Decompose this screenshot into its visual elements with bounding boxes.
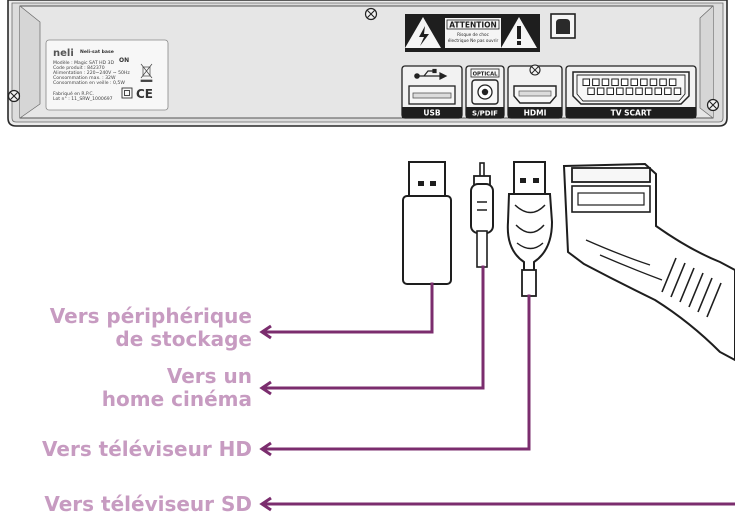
usb-destination-label: Vers périphérique: [50, 304, 252, 328]
hdmi-label: HDMI: [524, 109, 547, 118]
double-insulation-icon: [121, 87, 133, 99]
scart-pin: [659, 78, 667, 86]
arrow-left-icon: [259, 380, 272, 396]
sticker-lot: Lot n° : 11_SRW_1000697: [53, 96, 113, 102]
optical-label: OPTICAL: [473, 72, 499, 78]
usb-port[interactable]: USB: [401, 65, 463, 119]
screw-icon: [706, 98, 720, 112]
weee-bin-icon: [140, 63, 153, 82]
sticker-line: Modèle : Magic SAT HD 3D: [53, 59, 114, 66]
arrow-left-icon: [259, 441, 272, 457]
scart-pin: [582, 78, 590, 86]
optical-cable-icon: [470, 162, 494, 268]
scart-pin: [644, 87, 653, 95]
scart-pin: [635, 87, 643, 95]
sticker-line: Consommation max. : 32W: [53, 75, 116, 81]
warning-sticker: ATTENTION Risque de choc électrique Ne p…: [405, 14, 540, 52]
scart-strain-relief: [661, 257, 722, 318]
arrow-left-icon: [259, 324, 272, 340]
product-sticker: neli Neli-sat base ON Modèle : Magic SAT…: [45, 39, 169, 111]
ce-mark-icon: CE: [136, 87, 153, 101]
strain-relief-rib: [661, 257, 677, 293]
scart-port[interactable]: TV SCART: [565, 65, 697, 119]
sticker-line: Alimentation : 220~240V ~ 50Hz: [53, 70, 130, 76]
strain-relief-rib: [679, 267, 695, 303]
connection-lines: [264, 265, 735, 506]
usb-destination-label: de stockage: [115, 327, 252, 351]
scart-pin: [606, 87, 614, 95]
scart-pin: [649, 78, 658, 86]
strain-relief-rib: [670, 262, 686, 298]
brand-logo: neli: [53, 48, 74, 59]
destination-labels: Vers périphérique de stockage Vers un ho…: [42, 304, 252, 516]
arrow-heads: [259, 324, 272, 512]
strain-relief-rib: [688, 272, 704, 308]
screw-icon: [529, 64, 541, 76]
caution-icon: [501, 17, 537, 48]
hdmi-port[interactable]: HDMI: [507, 64, 563, 119]
scart-pin: [654, 87, 662, 95]
sticker-origin: Fabriqué en R.P.C.: [53, 90, 94, 97]
scart-pin: [611, 78, 619, 86]
optical-destination-label: Vers un: [167, 364, 252, 388]
sticker-line: Code produit : 842370: [53, 65, 105, 71]
scart-destination-label: Vers téléviseur SD: [44, 492, 252, 516]
usb-connection-line: [264, 282, 434, 334]
scart-pin: [630, 78, 638, 86]
warning-text: électrique Ne pas ouvrir: [448, 38, 499, 43]
optical-destination-label: home cinéma: [102, 387, 252, 411]
hdmi-cable-icon: [506, 161, 554, 297]
scart-cable-icon: [562, 162, 735, 362]
optical-connection-line: [264, 265, 485, 390]
usb-symbol-icon: [414, 68, 448, 80]
high-voltage-icon: [405, 17, 441, 48]
scart-pins: [582, 78, 682, 95]
optical-port[interactable]: OPTICAL S/PDIF: [465, 65, 505, 119]
warning-title: ATTENTION: [449, 21, 497, 30]
scart-label: TV SCART: [611, 109, 653, 118]
scart-pin: [596, 87, 605, 95]
screw-icon: [364, 7, 378, 21]
scart-pin: [592, 78, 600, 86]
scart-pin: [664, 87, 672, 95]
strain-relief-rib: [706, 282, 722, 318]
screw-icon: [7, 89, 21, 103]
spdif-label: S/PDIF: [472, 110, 498, 118]
hdmi-destination-label: Vers téléviseur HD: [42, 437, 252, 461]
scart-pin: [587, 87, 595, 95]
usb-label: USB: [423, 109, 440, 118]
usb-stick-icon: [402, 161, 452, 285]
product-name: Neli-sat base: [80, 49, 114, 55]
scart-pin: [640, 78, 648, 86]
scart-pin: [616, 87, 624, 95]
receiver-back-panel: neli Neli-sat base ON Modèle : Magic SAT…: [7, 0, 728, 127]
hdmi-connection-line: [264, 294, 531, 451]
arrow-left-icon: [259, 496, 272, 512]
scart-pin: [673, 87, 682, 95]
service-port: [550, 13, 576, 39]
sticker-line: Consommation en veille : 0,5W: [53, 80, 125, 86]
scart-pin: [620, 78, 629, 86]
strain-relief-rib: [697, 277, 713, 313]
warning-text: Risque de choc: [457, 32, 490, 37]
scart-pin: [625, 87, 634, 95]
scart-pin: [668, 78, 677, 86]
scart-pin: [601, 78, 610, 86]
power-state: ON: [119, 57, 129, 64]
